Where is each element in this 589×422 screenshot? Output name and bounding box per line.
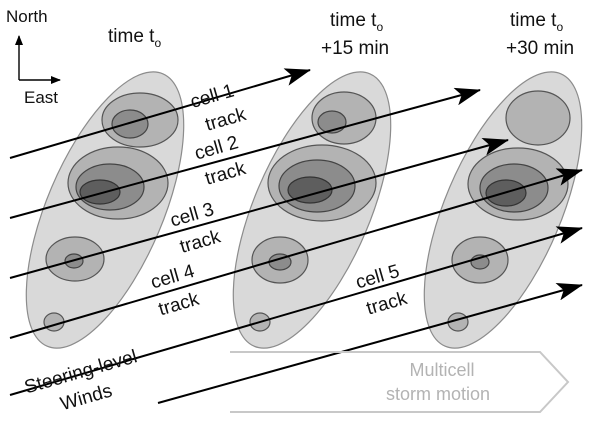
time-label-0: time to xyxy=(108,26,161,50)
cell-1-level-1 xyxy=(505,90,571,146)
compass: North East xyxy=(6,7,61,107)
svg-text:time to: time to xyxy=(510,10,563,34)
cell-2-track-arrow xyxy=(9,87,481,219)
motion-arrow-icon xyxy=(230,351,570,413)
svg-text:+30 min: +30 min xyxy=(506,38,574,59)
track-arrows xyxy=(9,68,583,404)
cell-1-level-2 xyxy=(111,109,149,139)
time-label-1: time to +15 min xyxy=(321,10,389,59)
cell-2-level-3 xyxy=(79,179,121,205)
steering-wind-arrow-1 xyxy=(9,226,583,396)
steering-wind-arrow-2 xyxy=(157,283,583,404)
cell-1-track-arrow xyxy=(9,68,311,159)
storm-envelope-t30 xyxy=(423,71,583,349)
time-label-2: time to +30 min xyxy=(506,10,574,59)
svg-text:+15 min: +15 min xyxy=(321,38,389,59)
north-label: North xyxy=(6,7,48,26)
cell-2-level-3 xyxy=(287,176,333,204)
svg-text:time to: time to xyxy=(108,26,161,50)
cell-1-track-label: track xyxy=(203,104,249,136)
cell-4-track-arrow xyxy=(9,168,583,339)
svg-text:time to: time to xyxy=(330,10,383,34)
motion-label-line1: Multicell xyxy=(409,360,474,380)
cell-5-track-label: track xyxy=(364,288,410,320)
cell-3-track-arrow xyxy=(9,138,509,279)
steering-winds-label: Steering-level Winds xyxy=(22,346,139,415)
east-label: East xyxy=(24,88,58,107)
cell-4-label: cell 4 xyxy=(148,261,197,294)
storm-motion-arrow: Multicell storm motion xyxy=(230,351,570,413)
motion-label-line2: storm motion xyxy=(386,384,490,404)
cell-3-track-label: track xyxy=(178,226,224,258)
storm-envelope-t0 xyxy=(25,71,185,349)
